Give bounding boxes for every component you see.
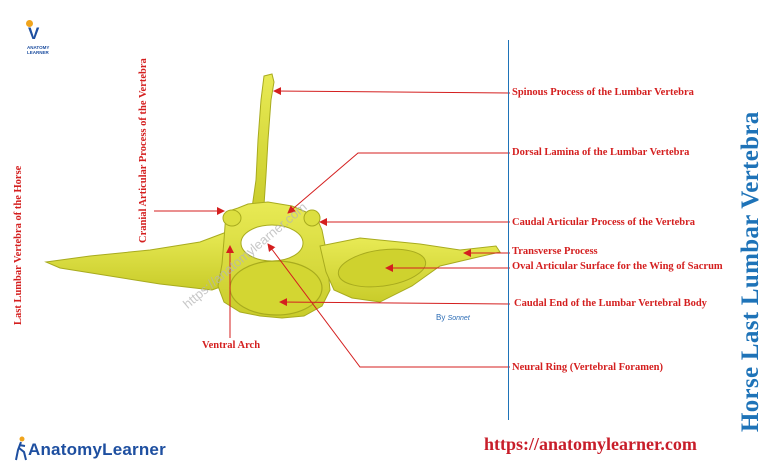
- credit: By Sonnet: [436, 313, 470, 322]
- anatomylearner-logo: AnatomyLearner: [14, 434, 184, 466]
- runner-icon: [15, 436, 27, 461]
- label-transverse-process: Transverse Process: [512, 246, 598, 257]
- label-ventral-arch: Ventral Arch: [202, 340, 261, 351]
- label-neural-ring: Neural Ring (Vertebral Foramen): [512, 362, 663, 373]
- spinous-process: [251, 73, 275, 213]
- cranial-articular-process: [222, 209, 242, 227]
- label-spinous-process: Spinous Process of the Lumbar Vertebra: [512, 87, 694, 98]
- label-dorsal-lamina: Dorsal Lamina of the Lumbar Vertebra: [512, 147, 690, 158]
- side-label: Last Lumbar Vertebra of the Horse: [13, 165, 24, 325]
- credit-name: Sonnet: [447, 315, 470, 322]
- logo-text: AnatomyLearner: [28, 440, 166, 459]
- figure-icon: [26, 20, 33, 27]
- logo-mark: V: [28, 24, 40, 43]
- caudal-end-body: [229, 260, 323, 316]
- divider-line: [508, 40, 509, 420]
- label-caudal-end: Caudal End of the Lumbar Vertebral Body: [514, 298, 707, 309]
- label-caudal-articular-process: Caudal Articular Process of the Vertebra: [512, 217, 696, 228]
- label-cranial-articular-process: Cranial Articular Process of the Vertebr…: [138, 58, 149, 243]
- logo-line1: ANATOMY: [27, 45, 50, 50]
- oval-articular-surface: [337, 248, 427, 288]
- anatomylearner-small-logo: V ANATOMY LEARNER: [24, 20, 54, 60]
- site-url[interactable]: https://anatomylearner.com: [484, 434, 697, 454]
- page-title: Horse Last Lumbar Vertebra: [737, 111, 764, 432]
- credit-by: By: [436, 313, 446, 322]
- logo-line2: LEARNER: [27, 50, 49, 55]
- label-oval-articular-surface: Oval Articular Surface for the Wing of S…: [512, 261, 723, 272]
